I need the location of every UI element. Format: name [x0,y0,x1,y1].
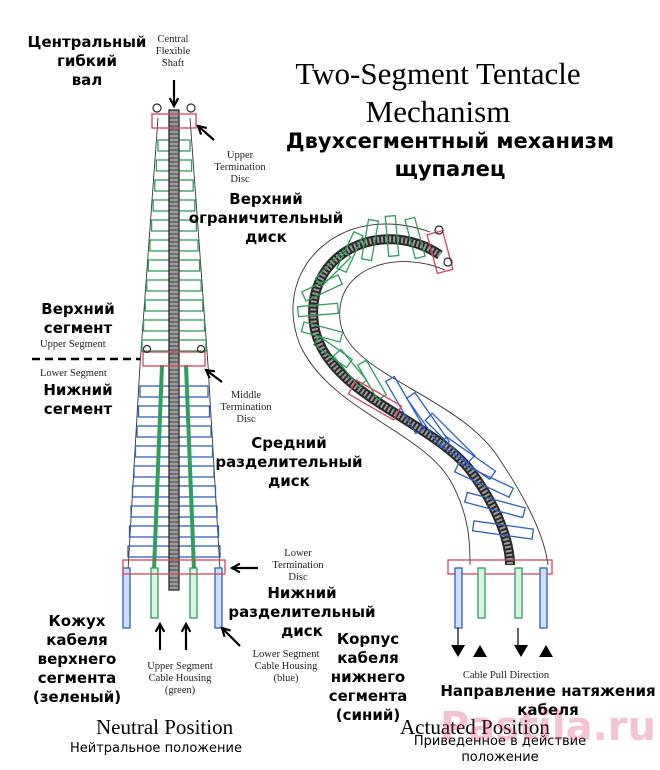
bent-lower-disc [453,461,515,499]
bent-upper-disc [300,274,344,302]
cable-loop-left [152,103,162,113]
bent-shaft [310,236,513,566]
pull-arrow-down-2 [514,645,528,657]
pull-arrow-down-1 [451,645,465,657]
bent-upper-disc [356,359,388,401]
upper-housing-callout-arrow-left-head [154,621,166,633]
upper-housing-callout-arrow-right-head [180,621,192,633]
lower-segment-en: Lower Segment [40,368,107,379]
bent-upper-housing-left [477,567,486,619]
lower-cable-housing-right [214,567,223,629]
bent-lower-disc [405,391,451,449]
bent-cable-loop-2 [434,225,444,235]
title-en-line2: Mechanism [365,94,511,129]
actuated-position-en: Actuated Position [400,715,550,739]
title-en-line1: Two-Segment Tentacle [295,56,581,91]
bent-inner-wire [339,261,549,566]
watermark-text: Pastila.ru [440,704,656,750]
bent-lower-disc [471,520,535,540]
bent-middle-termination-disc [347,379,403,421]
neutral-position-ru: Нейтральное положение [70,741,242,756]
title-ru-line2: щупалец [394,157,506,181]
bent-shaft-outline [308,234,515,566]
upper-segment-en: Upper Segment [40,339,106,350]
middle-disc-callout-arrow [205,369,223,383]
bent-upper-disc [384,214,400,258]
bent-lower-disc [463,491,527,519]
cable-loop-mid-right [196,344,206,354]
bent-upper-disc [336,230,364,274]
shaft-callout-arrow-head [168,97,180,109]
lower-cable-housing-left [122,567,131,629]
pull-direction-en: Cable Pull Direction [462,670,550,681]
bent-cable-loop-1 [443,257,453,267]
pull-arrow-up-2 [539,645,553,657]
upper-cable-housing-right [184,364,196,571]
bent-lower-disc [439,435,497,481]
upper-cable-housing-left-exit [150,567,159,619]
upper-termination-disc [151,113,197,129]
bent-outer-wire [292,223,471,566]
lower-disc-callout-arrow-head [229,562,241,574]
bent-upper-disc [314,249,352,287]
bent-upper-housing-right [514,567,523,619]
lower-termination-disc [122,559,226,575]
middle-disc-callout-arrow-head [204,368,216,379]
upper-left-wire [139,117,159,366]
upper-cable-housing-left [152,364,164,571]
bent-upper-disc [296,302,340,318]
bent-upper-termination-disc [426,229,454,275]
bent-upper-disc [312,335,354,369]
cable-loop-mid-left [142,344,152,354]
upper-disc-callout-arrow-head [196,124,208,135]
bent-lower-housing-left [454,567,463,629]
title-ru-line1: Двухсегментный механизм [285,129,615,153]
pull-arrow-up-1 [473,645,487,657]
middle-termination-disc [142,351,206,367]
lower-housing-callout-arrow [221,627,241,647]
cable-loop-right [186,103,196,113]
lower-housing-callout-arrow-head [220,626,231,637]
upper-disc-callout-arrow [197,125,215,141]
bent-upper-disc [360,218,380,262]
neutral-position-en: Neutral Position [96,715,234,739]
upper-cable-housing-right-exit [189,567,198,619]
bent-lower-termination-disc [447,559,553,575]
bent-lower-housing-right [539,567,548,629]
bent-lower-disc [424,412,476,464]
bent-upper-disc [404,216,426,260]
